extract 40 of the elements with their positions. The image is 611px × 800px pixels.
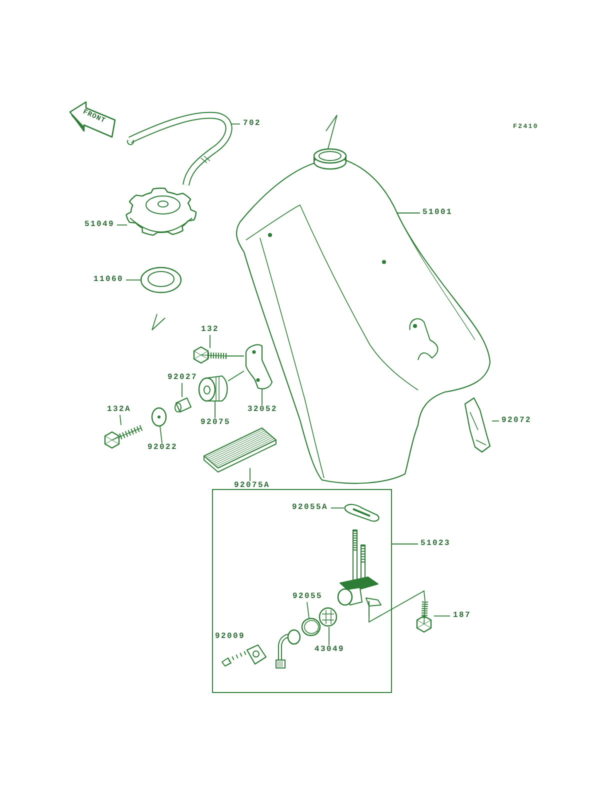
leader-line [328, 626, 330, 646]
part-number: 132A [105, 405, 133, 415]
part-number: 32052 [245, 405, 280, 415]
part-number: 132 [199, 325, 221, 335]
collar [173, 396, 193, 414]
petcock-frame [212, 489, 392, 693]
part-number: 187 [450, 611, 474, 621]
leader-line [492, 420, 500, 422]
part-number: 51023 [418, 539, 453, 549]
part-number: 92055 [290, 592, 325, 602]
part-number: 92075A [231, 481, 273, 491]
leader-line [306, 602, 310, 618]
leader-line [214, 400, 216, 418]
part-number: 92009 [215, 632, 246, 642]
part-number: 51001 [420, 208, 455, 218]
bolt [193, 347, 227, 364]
o-ring [300, 617, 323, 638]
part-number: 92072 [499, 416, 534, 426]
part-number: 92055A [289, 503, 331, 513]
leader-line [396, 212, 420, 214]
assembly-line [368, 590, 426, 623]
bolt [104, 424, 144, 448]
leader-line [120, 414, 122, 426]
leader-line [116, 224, 128, 226]
washer [151, 408, 168, 427]
part-number: 92027 [165, 373, 200, 383]
part-number: 92022 [145, 443, 180, 453]
fuel-petcock [335, 528, 383, 618]
fuel-filter [318, 606, 339, 628]
part-number: 11060 [91, 275, 126, 285]
tank-bracket [243, 343, 273, 390]
leader-line [160, 426, 162, 444]
assembly-line [228, 370, 244, 382]
part-number: 43049 [312, 645, 347, 655]
part-number: 51049 [82, 220, 117, 230]
gasket [343, 504, 381, 522]
fuel-tank [234, 148, 492, 486]
cap-gasket [140, 267, 182, 294]
part-number: 702 [240, 119, 264, 129]
rubber-damper [197, 374, 229, 402]
